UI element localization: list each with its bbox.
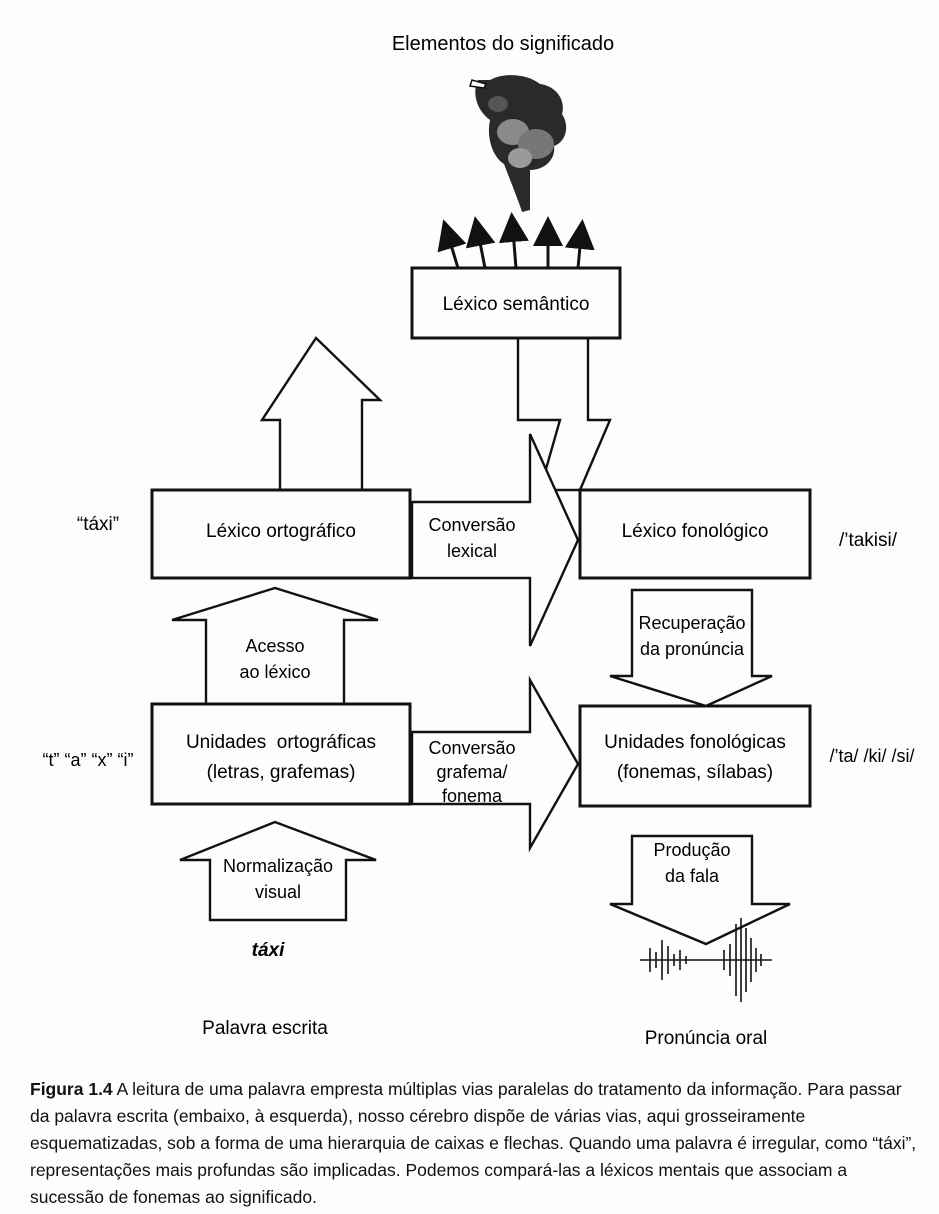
- lexical-access-arrow: [171, 586, 379, 706]
- phonological-lexicon-box: [578, 488, 812, 580]
- syllables-label: /’ta/ /ki/ /si/: [829, 746, 914, 766]
- brain-illustration: [469, 75, 567, 212]
- taxi-quoted-label: “táxi”: [77, 514, 119, 535]
- grapheme-phoneme-arrow: [410, 675, 580, 853]
- ortho-to-semantic-arrow: [259, 336, 383, 492]
- speech-production-arrow: [609, 834, 791, 946]
- retrieval-line1: Recuperação: [638, 613, 745, 633]
- figure-caption: Figura 1.4 A leitura de uma palavra empr…: [30, 1076, 920, 1211]
- letters-label: “t” “a” “x” “i”: [43, 750, 134, 770]
- orthographic-lexicon-box: [150, 488, 412, 580]
- caption-text: A leitura de uma palavra empresta múltip…: [30, 1079, 917, 1207]
- normalization-line1: Normalização: [223, 856, 333, 876]
- access-line2: ao léxico: [239, 662, 310, 682]
- orthographic-units-box: [150, 702, 412, 806]
- taxi-phonetic-label: /’takisi/: [839, 530, 898, 551]
- normalization-line2: visual: [255, 882, 301, 902]
- grapheme-conv-line2: grafema/: [436, 762, 507, 782]
- phonological-units-line2: (fonemas, sílabas): [617, 762, 773, 783]
- lexical-conversion-line2: lexical: [447, 541, 497, 561]
- orthographic-units-line1: Unidades ortográficas: [186, 732, 376, 753]
- figure-number: Figura 1.4: [30, 1079, 113, 1099]
- phonological-lexicon-label: Léxico fonológico: [622, 521, 769, 542]
- production-line2: da fala: [665, 866, 720, 886]
- grapheme-conv-line1: Conversão: [428, 738, 515, 758]
- lexical-conversion-arrow: [410, 433, 580, 647]
- orthographic-lexicon-label: Léxico ortográfico: [206, 521, 356, 542]
- semantic-lexicon-label: Léxico semântico: [443, 294, 590, 315]
- orthographic-units-line2: (letras, grafemas): [207, 762, 356, 783]
- elements-of-meaning-label: Elementos do significado: [392, 33, 614, 55]
- lexical-conversion-line1: Conversão: [428, 515, 515, 535]
- grapheme-conv-line3: fonema: [442, 786, 503, 806]
- access-line1: Acesso: [245, 636, 304, 656]
- semantic-lexicon-box: [410, 266, 622, 340]
- oral-pronunciation-label: Pronúncia oral: [645, 1028, 768, 1049]
- taxi-italic-label: táxi: [252, 940, 285, 961]
- pronunciation-retrieval-arrow: [609, 588, 773, 708]
- phonological-units-box: [578, 704, 812, 808]
- retrieval-line2: da pronúncia: [640, 639, 745, 659]
- production-line1: Produção: [653, 840, 730, 860]
- visual-normalization-arrow: [179, 820, 377, 922]
- phonological-units-line1: Unidades fonológicas: [604, 732, 786, 753]
- meaning-arrows: [437, 212, 595, 269]
- speech-waveform: [640, 918, 772, 1002]
- written-word-label: Palavra escrita: [202, 1018, 328, 1039]
